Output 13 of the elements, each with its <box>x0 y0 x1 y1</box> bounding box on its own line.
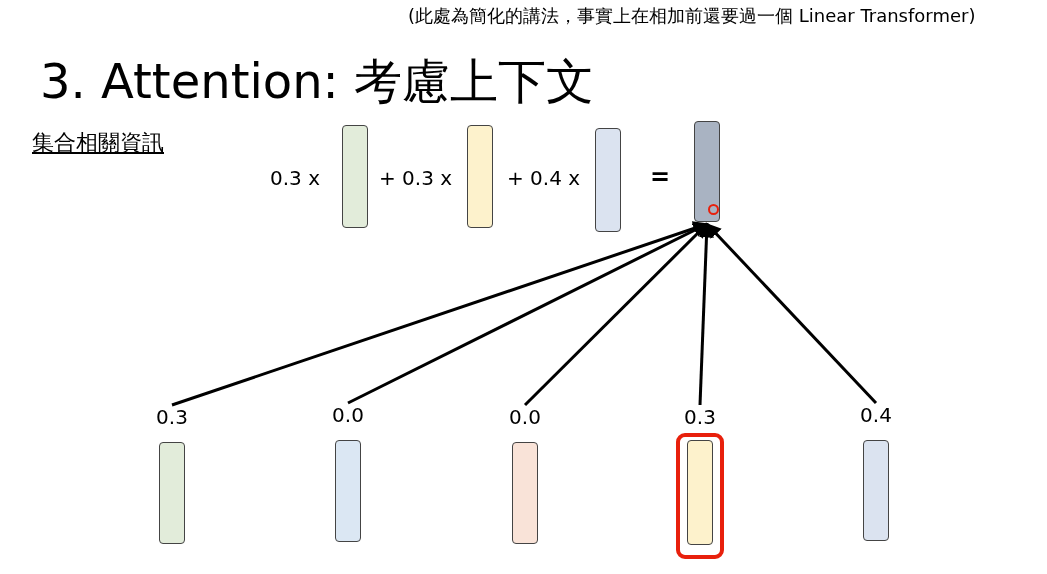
coefficient-text: + 0.4 x <box>507 166 581 190</box>
weight-label: 0.0 <box>509 405 541 429</box>
weight-label: 0.4 <box>860 403 892 427</box>
equals-sign: = <box>650 163 671 191</box>
weight-label: 0.0 <box>332 403 364 427</box>
subtitle-text: 集合相關資訊 <box>32 129 164 157</box>
weight-label: 0.3 <box>156 405 188 429</box>
coefficient-text: 0.3 x <box>270 166 320 190</box>
arrow <box>705 222 878 405</box>
weight-label: 0.3 <box>684 405 716 429</box>
coefficient-text: + 0.3 x <box>379 166 453 190</box>
note-text: (此處為簡化的講法，事實上在相加前還要過一個 Linear Transformer) <box>408 4 976 28</box>
slide-title: 3. Attention: 考慮上下文 <box>40 52 594 111</box>
